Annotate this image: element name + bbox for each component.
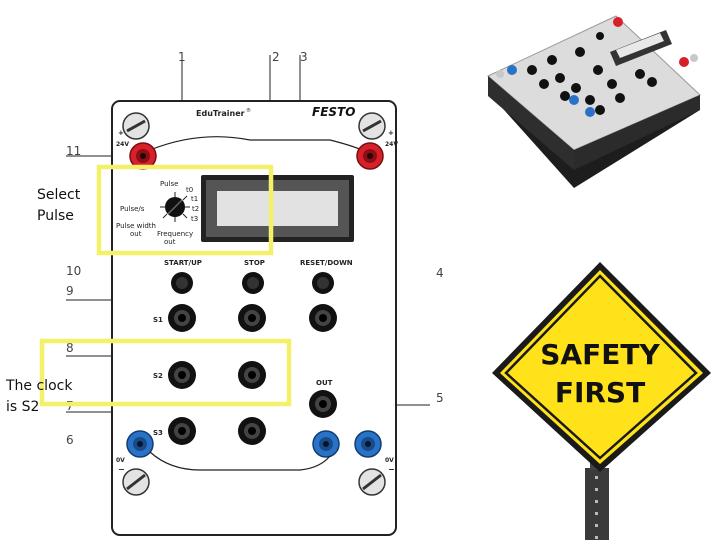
clock-annotation: The clock is S2 — [6, 376, 72, 418]
screw-top-left — [122, 112, 150, 140]
out-label: OUT — [316, 379, 333, 387]
trainer-box-photo — [487, 15, 701, 188]
start-up-label: START/UP — [164, 259, 202, 267]
s3-socket-b — [238, 417, 266, 445]
callout-3: 3 — [300, 50, 308, 64]
minus-left: − — [118, 465, 125, 474]
selector-frequency-label-2: out — [164, 238, 176, 246]
s1-label: S1 — [153, 316, 163, 324]
callout-5: 5 — [436, 391, 444, 405]
selector-t0-label: t0 — [186, 186, 193, 194]
socket-0v-left — [126, 430, 154, 458]
selector-t3-label: t3 — [191, 215, 198, 223]
sign-line-1: SAFETY — [540, 338, 660, 371]
selector-t1-label: t1 — [191, 195, 198, 203]
plus-left: + — [118, 129, 124, 137]
s2-label: S2 — [153, 372, 163, 380]
start-up-button — [171, 272, 193, 294]
brand-registered-mark: ® — [246, 107, 251, 114]
selector-pulse-label: Pulse — [160, 180, 178, 188]
callout-1: 1 — [178, 50, 186, 64]
s2-socket-b — [238, 361, 266, 389]
screw-bottom-right — [358, 468, 386, 496]
select-pulse-line-2: Pulse — [37, 208, 74, 224]
voltage-24v-left: 24V — [116, 141, 129, 148]
callout-2: 2 — [272, 50, 280, 64]
screw-top-right — [358, 112, 386, 140]
highlight-select-pulse — [96, 164, 274, 256]
s3-socket-a — [168, 417, 196, 445]
lcd-display — [201, 175, 354, 242]
safety-first-sign: SAFETY FIRST — [492, 262, 711, 540]
s2-socket-a — [168, 361, 196, 389]
minus-right: − — [388, 465, 395, 474]
stop-label: STOP — [244, 259, 265, 267]
brand-name: EduTrainer — [196, 109, 245, 118]
select-pulse-line-1: Select — [37, 187, 81, 203]
callout-4: 4 — [436, 266, 444, 280]
highlight-clock-s2 — [39, 338, 292, 407]
selector-pulse-width-label-2: out — [130, 230, 142, 238]
socket-0v-right-b — [354, 430, 382, 458]
callout-10: 10 — [66, 264, 81, 278]
reset-down-button — [312, 272, 334, 294]
s1-socket-b — [238, 304, 266, 332]
s3-label: S3 — [153, 429, 163, 437]
clock-line-1: The clock — [6, 378, 73, 394]
socket-24v-left — [129, 142, 157, 170]
socket-24v-right — [356, 142, 384, 170]
plus-right: + — [388, 129, 394, 137]
selector-t2-label: t2 — [192, 205, 199, 213]
callout-6: 6 — [66, 433, 74, 447]
clock-line-2: is S2 — [6, 399, 40, 415]
reset-down-label: RESET/DOWN — [300, 259, 353, 267]
festo-logo: FESTO — [312, 105, 355, 119]
screw-bottom-left — [122, 468, 150, 496]
s1-socket-a — [168, 304, 196, 332]
stop-button — [242, 272, 264, 294]
select-pulse-annotation: Select Pulse — [37, 185, 80, 227]
sign-line-2: FIRST — [555, 376, 645, 409]
callout-11: 11 — [66, 144, 81, 158]
callout-9: 9 — [66, 284, 74, 298]
voltage-0v-right: 0V — [385, 457, 394, 464]
socket-0v-right-a — [312, 430, 340, 458]
selector-pulse-per-s-label: Pulse/s — [120, 205, 145, 213]
mode-selector — [160, 192, 190, 222]
callout-8: 8 — [66, 341, 74, 355]
out-socket — [309, 390, 337, 418]
selector-pulse-width-label-1: Pulse width — [116, 222, 156, 230]
selector-frequency-label-1: Frequency — [157, 230, 193, 238]
voltage-24v-right: 24V — [385, 141, 398, 148]
voltage-0v-left: 0V — [116, 457, 125, 464]
socket-right-row1 — [309, 304, 337, 332]
